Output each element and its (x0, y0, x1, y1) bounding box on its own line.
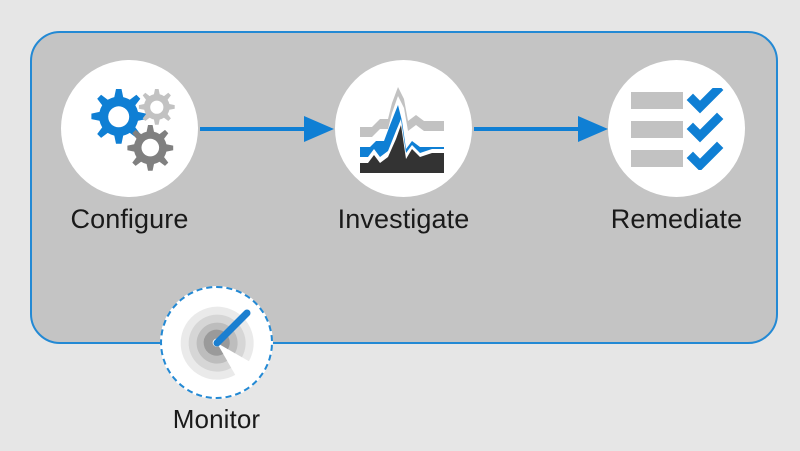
node-remediate[interactable]: Remediate (608, 60, 745, 235)
checklist-icon (629, 87, 725, 170)
node-investigate[interactable]: Investigate (335, 60, 472, 235)
node-label-configure: Configure (70, 204, 189, 234)
area-chart-icon (354, 79, 454, 179)
configure-icon-circle (61, 60, 198, 197)
node-monitor[interactable]: Monitor (160, 286, 273, 434)
remediate-icon-circle (608, 60, 745, 197)
gears-icon (78, 79, 182, 179)
radar-gauge-icon (175, 301, 259, 385)
investigate-icon-circle (335, 60, 472, 197)
arrow-investigate-to-remediate (474, 114, 608, 144)
monitor-icon-circle (160, 286, 273, 399)
arrow-configure-to-investigate (200, 114, 334, 144)
node-label-remediate: Remediate (610, 204, 743, 234)
node-configure[interactable]: Configure (61, 60, 198, 235)
node-label-investigate: Investigate (337, 204, 470, 234)
node-label-monitor: Monitor (172, 404, 261, 434)
